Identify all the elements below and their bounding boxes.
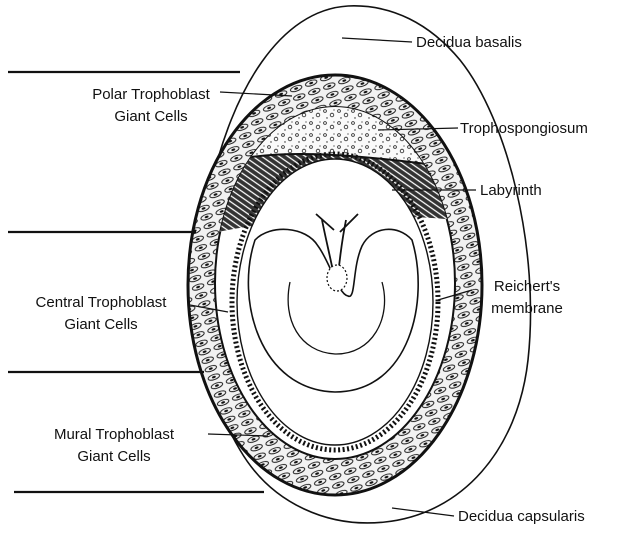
label-mural-line1: Mural Trophoblast bbox=[22, 424, 206, 446]
label-labyrinth: Labyrinth bbox=[480, 180, 542, 202]
label-mural-trophoblast: Mural Trophoblast Giant Cells bbox=[22, 424, 206, 468]
label-reicherts-line1: Reichert's bbox=[474, 276, 580, 298]
label-trophospongiosum: Trophospongiosum bbox=[460, 118, 588, 140]
label-polar-line2: Giant Cells bbox=[66, 106, 236, 128]
label-reicherts-membrane: Reichert's membrane bbox=[474, 276, 580, 320]
label-decidua-basalis: Decidua basalis bbox=[416, 32, 522, 54]
label-central-line1: Central Trophoblast bbox=[6, 292, 196, 314]
label-decidua-capsularis: Decidua capsularis bbox=[458, 506, 585, 528]
label-polar-trophoblast: Polar Trophoblast Giant Cells bbox=[66, 84, 236, 128]
label-central-line2: Giant Cells bbox=[6, 314, 196, 336]
label-polar-line1: Polar Trophoblast bbox=[66, 84, 236, 106]
label-reicherts-line2: membrane bbox=[474, 298, 580, 320]
label-central-trophoblast: Central Trophoblast Giant Cells bbox=[6, 292, 196, 336]
label-mural-line2: Giant Cells bbox=[22, 446, 206, 468]
